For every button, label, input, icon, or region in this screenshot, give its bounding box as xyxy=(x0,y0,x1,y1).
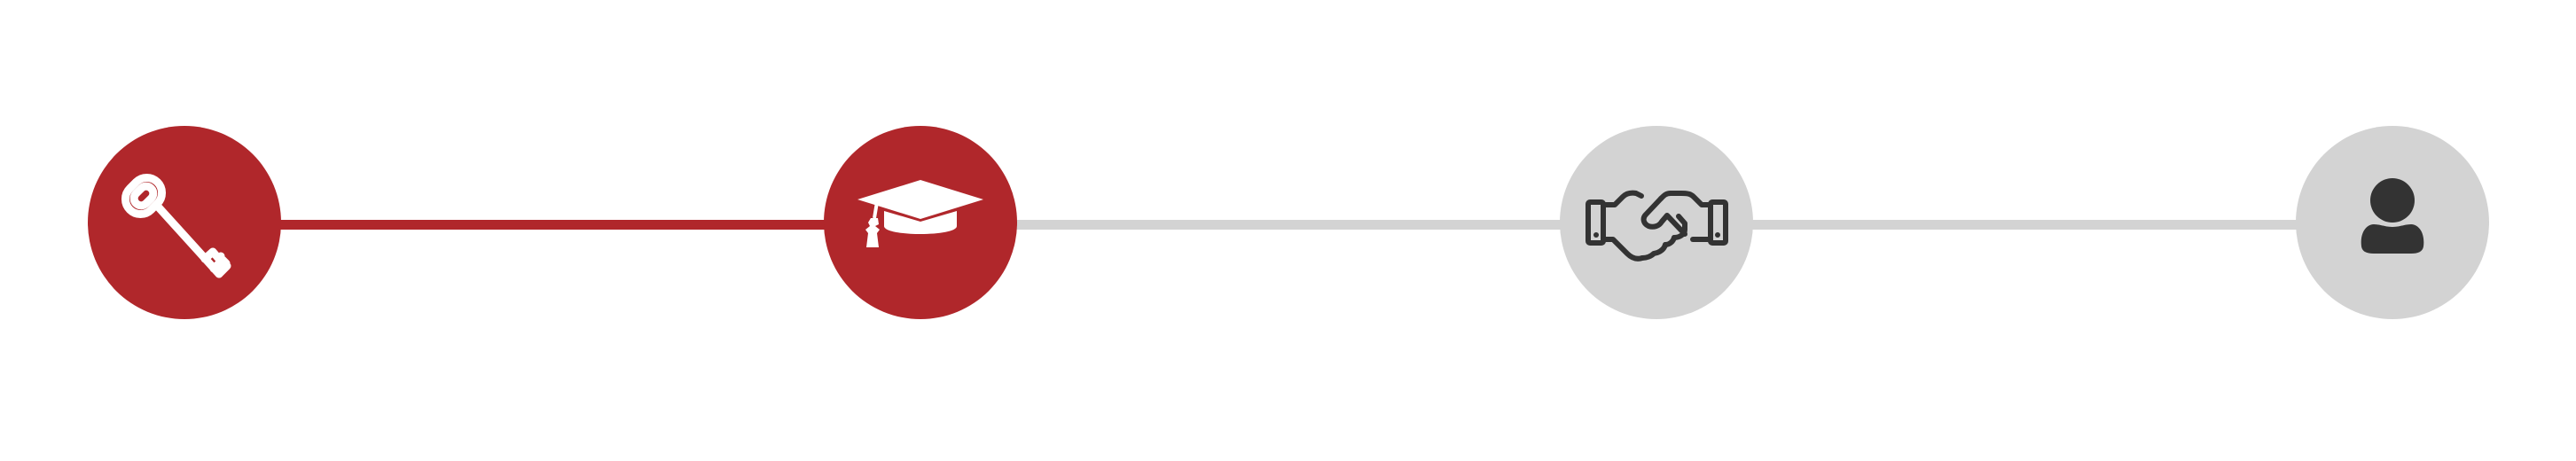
handshake-icon xyxy=(1586,190,1728,262)
step-3[interactable] xyxy=(1560,126,1753,319)
key-icon xyxy=(121,173,231,278)
graduation-cap-icon xyxy=(857,180,983,247)
connector-3 xyxy=(1752,220,2304,230)
step-1[interactable] xyxy=(88,126,281,319)
step-4[interactable] xyxy=(2296,126,2489,319)
connector-2 xyxy=(1016,220,1630,230)
step-2[interactable] xyxy=(824,126,1017,319)
connector-1 xyxy=(184,220,920,230)
user-icon xyxy=(2361,178,2424,254)
